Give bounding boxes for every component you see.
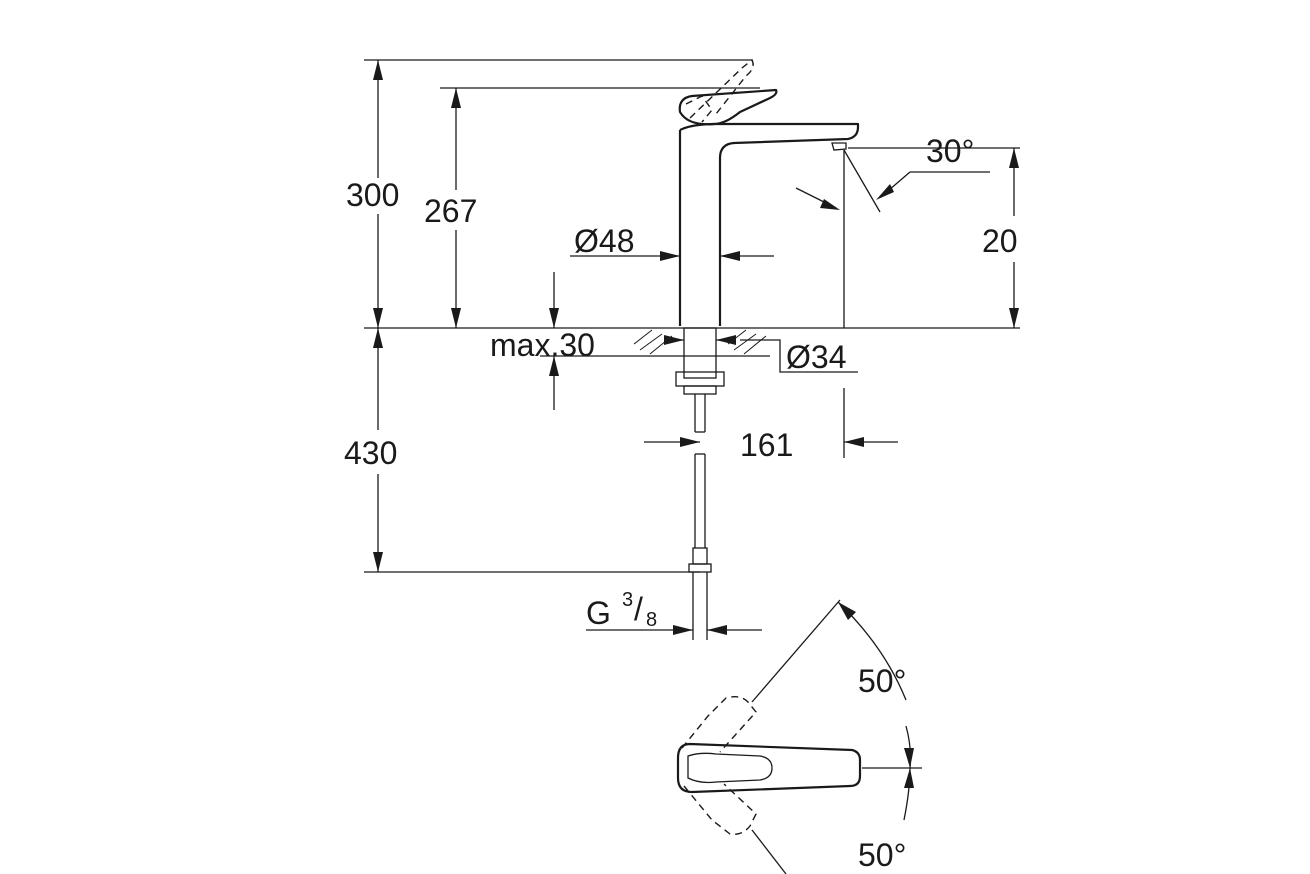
lever-lower-position [683, 783, 757, 836]
lever-top-view [676, 599, 922, 874]
lever-upper-position [681, 695, 757, 753]
faucet-body [678, 122, 860, 326]
label-430: 430 [344, 435, 397, 471]
label-thread-slash: / [634, 591, 643, 627]
lever [678, 88, 778, 126]
aerator [831, 142, 847, 151]
dimension-lines [364, 59, 1020, 635]
label-50-degrees-up: 50° [858, 663, 906, 699]
label-300: 300 [346, 177, 399, 213]
lever-handle [676, 742, 862, 794]
mounting-assembly [364, 327, 1020, 640]
dimension-labels: 300 267 Ø48 30° 20 max.30 Ø34 430 161 G … [344, 133, 1018, 873]
label-diameter-48: Ø48 [574, 223, 634, 259]
label-30-degrees: 30° [926, 133, 974, 169]
label-thread-numerator: 3 [622, 589, 633, 611]
label-max-30: max.30 [490, 327, 595, 363]
label-thread-g: G [586, 595, 611, 631]
label-267: 267 [424, 193, 477, 229]
faucet-side-view [678, 58, 860, 326]
lever-handle-inner [687, 752, 773, 784]
label-20: 20 [982, 223, 1018, 259]
label-diameter-34: Ø34 [786, 339, 846, 375]
label-50-degrees-down: 50° [858, 837, 906, 873]
lever-raised-outline [689, 58, 754, 119]
label-thread-denominator: 8 [646, 609, 657, 631]
lever-raised-outline-2 [685, 95, 713, 123]
label-161: 161 [740, 427, 793, 463]
